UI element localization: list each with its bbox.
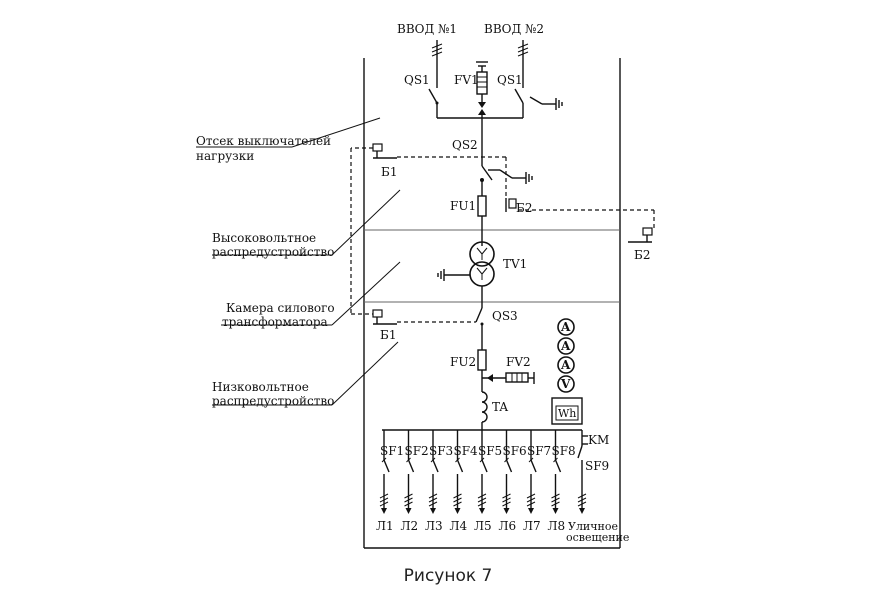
- callout-switch-bay-line2: нагрузки: [196, 149, 254, 163]
- fu1-label: FU1: [450, 199, 476, 213]
- wh-label: Wh: [558, 407, 576, 420]
- qs1-left-label: QS1: [404, 73, 430, 87]
- street-light-label-2: освещение: [566, 531, 629, 544]
- line-label-5: Л5: [474, 519, 492, 533]
- ammeter-3-icon: [557, 356, 575, 374]
- current-transformer-ta: [481, 391, 488, 430]
- callout-lv-line2: распредустройство: [212, 394, 334, 408]
- switch-qs1-left: [428, 75, 439, 118]
- b2-local-label: Б2: [516, 201, 532, 215]
- feeder-street-light: [577, 493, 587, 514]
- transformer-tv1: [437, 241, 495, 308]
- ammeter-2-icon: [557, 337, 575, 355]
- switch-qs3: [475, 307, 484, 350]
- fuse-fu2: [477, 349, 487, 392]
- qs1-right-label: QS1: [497, 73, 523, 87]
- callout-hv-line2: распредустройство: [212, 245, 334, 259]
- interlock-b2-local: [505, 198, 655, 228]
- line-label-2: Л2: [401, 519, 419, 533]
- input-2-label: ВВОД №2: [484, 22, 544, 36]
- arrester-fv1: [476, 61, 488, 115]
- breaker-label-7: SF7: [527, 444, 551, 458]
- callout-transformer-line1: Камера силового: [226, 301, 335, 315]
- breaker-label-3: SF3: [429, 444, 453, 458]
- tv1-label: TV1: [503, 257, 527, 271]
- line-label-8: Л8: [548, 519, 566, 533]
- voltmeter-icon: [557, 375, 575, 393]
- feeder-3: [428, 430, 439, 514]
- cabinet-frame: [363, 58, 621, 549]
- feeder-5: [477, 430, 488, 514]
- callout-switch-bay-line1: Отсек выключателей: [196, 134, 331, 148]
- contactor-km: [577, 430, 588, 500]
- meter-4-label: V: [560, 377, 571, 391]
- breaker-label-1: SF1: [380, 444, 404, 458]
- line-label-6: Л6: [499, 519, 517, 533]
- feeder-4: [453, 430, 464, 514]
- feeder-7: [526, 430, 537, 514]
- callout-lv-line1: Низковольтное: [212, 380, 309, 394]
- cable-marker-2: [517, 40, 529, 75]
- ta-label: TA: [492, 400, 508, 414]
- sf9-label: SF9: [585, 459, 609, 473]
- switch-qs2: [480, 160, 533, 196]
- fv1-label: FV1: [454, 73, 479, 87]
- breaker-label-6: SF6: [503, 444, 527, 458]
- callout-leaders: [196, 117, 401, 406]
- figure-caption: Рисунок 7: [403, 566, 493, 586]
- meter-2-label: A: [560, 339, 571, 353]
- feeder-2: [404, 430, 415, 514]
- callout-transformer-line2: трансформатора: [222, 315, 328, 329]
- qs2-label: QS2: [452, 138, 478, 152]
- meter-1-label: A: [560, 320, 571, 334]
- line-label-3: Л3: [425, 519, 443, 533]
- callout-hv-line1: Высоковольтное: [212, 231, 316, 245]
- interlock-b2-remote: [628, 227, 653, 243]
- b2-remote-label: Б2: [634, 248, 650, 262]
- feeder-1: [379, 430, 390, 514]
- interlock-b1-link: [350, 147, 373, 315]
- line-label-1: Л1: [376, 519, 394, 533]
- feeder-6: [502, 430, 513, 514]
- input-1-label: ВВОД №1: [397, 22, 457, 36]
- breaker-label-5: SF5: [478, 444, 502, 458]
- meter-panel: A A A V Wh: [551, 318, 583, 425]
- b1-top-label: Б1: [381, 165, 397, 179]
- line-label-7: Л7: [523, 519, 541, 533]
- ammeter-1-icon: [557, 318, 575, 336]
- cable-marker-1: [431, 40, 443, 75]
- fv2-label: FV2: [506, 355, 531, 369]
- breaker-label-2: SF2: [405, 444, 429, 458]
- breaker-label-4: SF4: [454, 444, 479, 458]
- feeder-8: [551, 430, 562, 514]
- line-label-4: Л4: [450, 519, 468, 533]
- km-label: KM: [588, 433, 609, 447]
- fuse-fu1: [477, 195, 487, 246]
- breaker-label-8: SF8: [552, 444, 576, 458]
- street-light-label-1: Уличное: [568, 520, 618, 533]
- switch-qs1-right: [514, 75, 563, 118]
- fu2-label: FU2: [450, 355, 476, 369]
- qs3-label: QS3: [492, 309, 518, 323]
- b1-bottom-label: Б1: [380, 328, 396, 342]
- arrester-fv2: [482, 372, 535, 384]
- meter-3-label: A: [560, 358, 571, 372]
- interlock-b1-bottom: [372, 309, 476, 325]
